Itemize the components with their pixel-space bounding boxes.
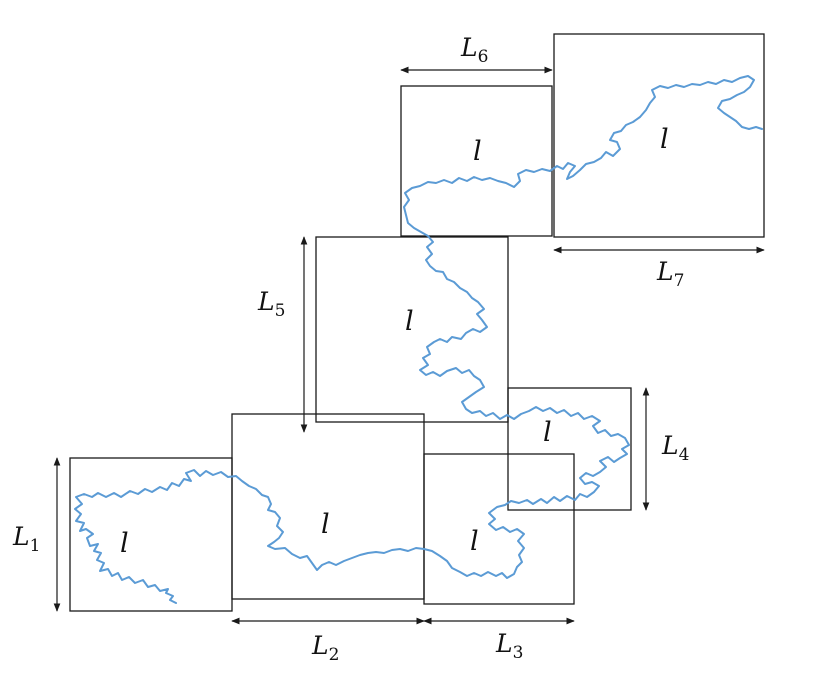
box-3 <box>423 453 575 605</box>
box-2-label: l <box>321 509 330 540</box>
box-5 <box>315 236 509 423</box>
box-1 <box>69 457 233 612</box>
box-6 <box>400 85 553 237</box>
dimension-label-l3: L3 <box>495 629 523 663</box>
box-5-label: l <box>405 306 414 337</box>
box-1-label: l <box>120 528 129 559</box>
fractal-curve <box>74 75 763 604</box>
dimension-label-l6: L6 <box>460 33 488 67</box>
box-6-label: l <box>473 136 482 167</box>
box-4-label: l <box>543 417 552 448</box>
dimension-label-l1: L1 <box>12 522 40 556</box>
box-3-label: l <box>470 526 479 557</box>
dimension-label-l2: L2 <box>311 631 339 665</box>
box-7-label: l <box>660 124 669 155</box>
dimension-label-l7: L7 <box>656 257 684 291</box>
dimension-label-l5: L5 <box>257 287 285 321</box>
box-7 <box>553 33 765 238</box>
box-2 <box>231 413 425 600</box>
dimension-label-l4: L4 <box>661 431 689 465</box>
box-4 <box>507 387 632 511</box>
